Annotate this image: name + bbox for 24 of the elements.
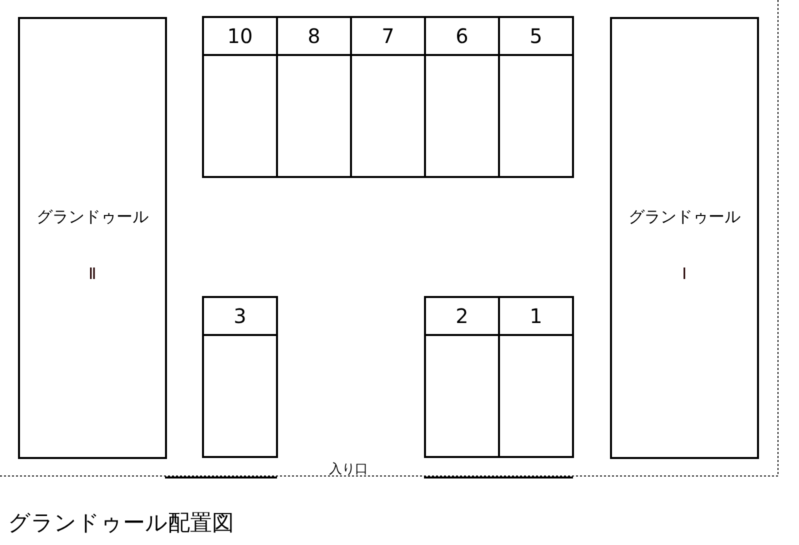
parking-space [424,16,500,178]
parking-space [350,16,426,178]
space-number: 6 [456,24,468,48]
space-number: 2 [456,304,468,328]
parking-space [498,16,574,178]
space-number: 1 [530,304,542,328]
building-name: グランドゥール [628,206,740,228]
diagram-title: グランドゥール配置図 [8,510,234,538]
building-number: Ⅱ [88,264,96,284]
space-number: 7 [382,24,394,48]
space-number: 10 [227,24,253,48]
parking-space [498,296,574,458]
parking-space [202,16,278,178]
building-block [18,17,167,459]
space-number: 8 [308,24,320,48]
space-number: 5 [530,24,542,48]
parking-space [424,296,500,458]
building-number: Ⅰ [682,264,687,284]
parking-space [276,16,352,178]
entrance-label: 入り口 [329,461,368,478]
parking-space [202,296,278,458]
space-number: 3 [234,304,246,328]
building-name: グランドゥール [36,206,148,228]
building-block [610,17,759,459]
